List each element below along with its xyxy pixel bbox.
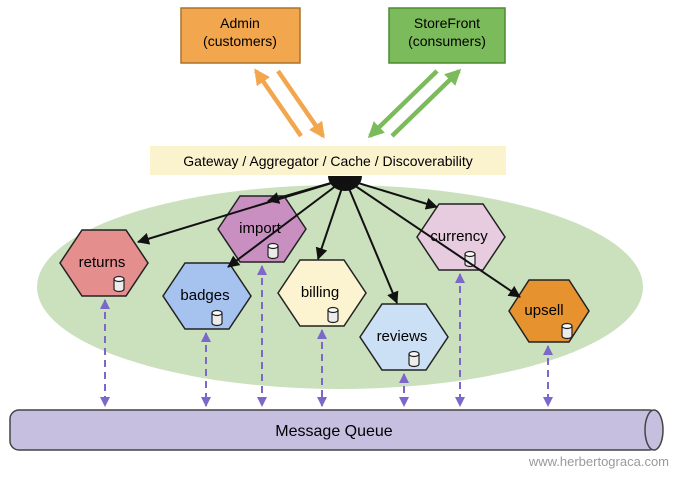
upsell-database-icon xyxy=(561,322,573,340)
upsell-label: upsell xyxy=(524,302,563,319)
import-database-icon xyxy=(267,242,279,260)
import-label: import xyxy=(239,220,282,237)
service-returns: returns xyxy=(59,229,149,297)
service-billing: billing xyxy=(277,259,367,327)
sync-arrow-import xyxy=(267,178,346,204)
badges-database-icon xyxy=(211,309,223,327)
storefront-request-arrow xyxy=(367,69,439,139)
service-badges: badges xyxy=(162,262,252,330)
admin-subtitle: (customers) xyxy=(203,33,277,49)
badges-hexagon xyxy=(162,262,252,330)
reviews-database-icon xyxy=(408,350,420,368)
reviews-label: reviews xyxy=(377,328,428,345)
sync-arrow-billing xyxy=(315,178,346,260)
gateway-rect xyxy=(150,146,506,175)
admin-client-box: Admin (customers) xyxy=(180,7,301,64)
returns-label: returns xyxy=(79,254,126,271)
billing-label: billing xyxy=(301,284,339,301)
admin-rect xyxy=(180,7,301,64)
billing-database-icon xyxy=(327,306,339,324)
admin-request-arrow xyxy=(276,69,325,139)
service-import: import xyxy=(217,195,307,263)
sync-arrow-currency xyxy=(344,178,438,210)
billing-hexagon xyxy=(277,259,367,327)
reviews-hexagon xyxy=(359,303,449,371)
async-links xyxy=(100,265,553,407)
admin-response-arrow xyxy=(254,68,303,138)
gateway-bar: Gateway / Aggregator / Cache / Discovera… xyxy=(150,146,506,175)
admin-gateway-arrows xyxy=(254,68,325,139)
storefront-rect xyxy=(388,7,506,64)
service-currency: currency xyxy=(416,203,506,271)
message-queue-label: Message Queue xyxy=(275,423,393,440)
returns-hexagon xyxy=(59,229,149,297)
storefront-response-arrow xyxy=(390,68,462,138)
storefront-gateway-arrows xyxy=(367,68,462,139)
badges-label: badges xyxy=(180,287,229,304)
sync-arrows xyxy=(137,178,521,304)
service-reviews: reviews xyxy=(359,303,449,371)
message-queue: Message Queue xyxy=(9,409,664,451)
storefront-client-box: StoreFront (consumers) xyxy=(388,7,506,64)
service-upsell: upsell xyxy=(508,279,590,343)
sync-arrow-badges xyxy=(227,178,346,268)
message-queue-cap xyxy=(644,409,664,451)
gateway-label: Gateway / Aggregator / Cache / Discovera… xyxy=(183,153,472,169)
admin-title: Admin xyxy=(220,15,260,31)
returns-database-icon xyxy=(113,275,125,293)
gateway-fanout-hub xyxy=(328,176,362,191)
sync-arrow-reviews xyxy=(344,178,399,304)
sync-arrow-upsell xyxy=(344,178,521,298)
storefront-title: StoreFront xyxy=(414,15,480,31)
currency-label: currency xyxy=(430,228,488,245)
currency-hexagon xyxy=(416,203,506,271)
watermark-text: www.herbertograca.com xyxy=(528,454,669,469)
storefront-subtitle: (consumers) xyxy=(408,33,486,49)
